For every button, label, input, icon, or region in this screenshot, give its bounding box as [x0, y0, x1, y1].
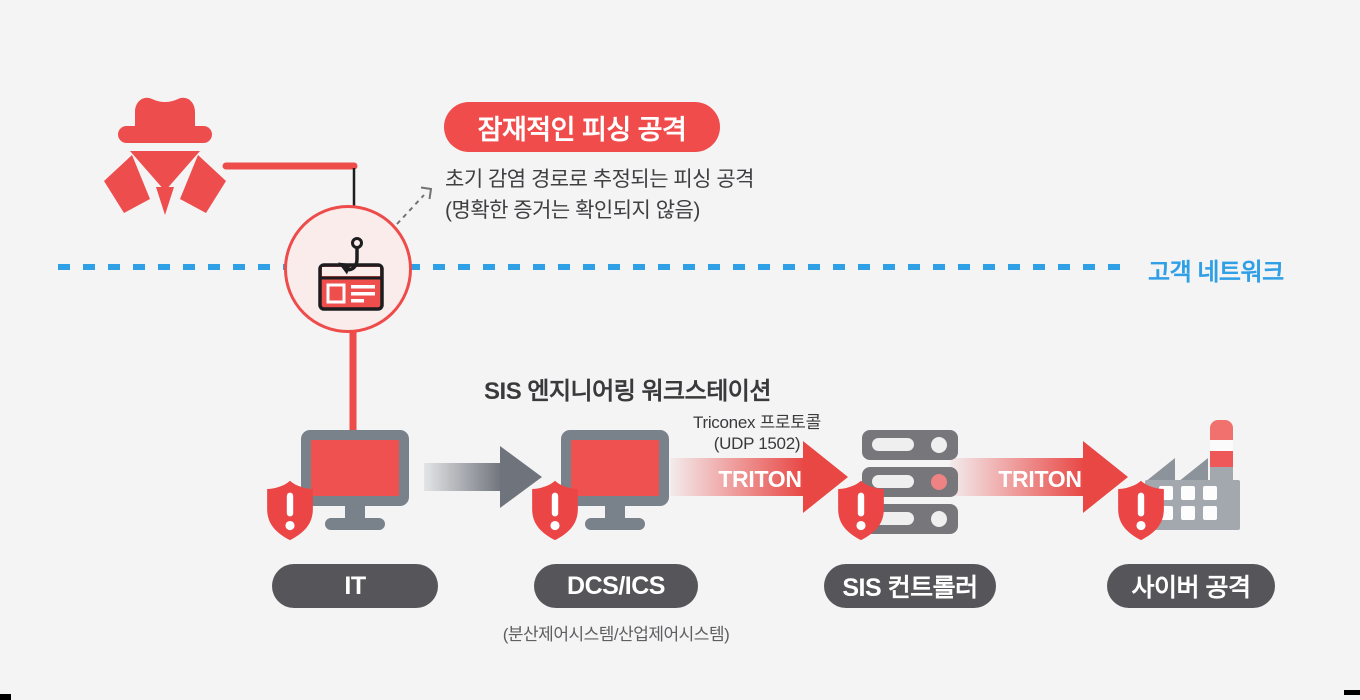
- screen-artifact-left: [0, 694, 11, 700]
- node-label-cyber: 사이버 공격: [1107, 564, 1275, 608]
- dcs-warning-shield-icon: [532, 480, 578, 541]
- it-warning-shield-icon: [267, 480, 313, 541]
- node-label-sis: SIS 컨트롤러: [824, 564, 996, 608]
- dcs-monitor-icon: [561, 430, 669, 530]
- hacker-icon: [104, 97, 226, 215]
- it-monitor-icon: [301, 430, 409, 530]
- dcs-subnote: (분산제어시스템/산업제어시스템): [502, 625, 730, 644]
- protocol-line2: (UDP 1502): [713, 434, 801, 453]
- sis-warning-shield-icon: [838, 480, 884, 541]
- network-boundary-line: [58, 264, 1132, 270]
- phishing-hook-card-icon: [318, 237, 384, 311]
- triton-arrow-1: [670, 441, 848, 513]
- protocol-line1: Triconex 프로토콜: [693, 413, 821, 432]
- node-label-dcs: DCS/ICS: [534, 564, 698, 608]
- network-label: 고객 네트워크: [1148, 259, 1284, 286]
- protocol-note: Triconex 프로토콜 (UDP 1502): [676, 412, 838, 454]
- triton-label-1: TRITON: [718, 466, 802, 492]
- triton-label-2: TRITON: [998, 466, 1082, 492]
- workstation-title: SIS 엔지니어링 워크스테이션: [484, 378, 771, 405]
- factory-warning-shield-icon: [1118, 480, 1164, 541]
- phishing-circle: [284, 205, 412, 333]
- phishing-desc-line2: (명확한 증거는 확인되지 않음): [445, 199, 700, 222]
- screen-artifact-right: [1344, 690, 1360, 695]
- phishing-desc-line1: 초기 감염 경로로 추정되는 피싱 공격: [445, 168, 754, 191]
- triton-arrow-2: [950, 441, 1128, 513]
- phishing-badge: 잠재적인 피싱 공격: [444, 102, 720, 152]
- annotation-arrowhead: [420, 186, 433, 200]
- node-label-it: IT: [272, 564, 438, 608]
- annotation-dashed-arrow: [396, 194, 425, 225]
- it-to-dcs-arrow: [424, 446, 542, 508]
- phishing-description: 초기 감염 경로로 추정되는 피싱 공격 (명확한 증거는 확인되지 않음): [445, 164, 754, 226]
